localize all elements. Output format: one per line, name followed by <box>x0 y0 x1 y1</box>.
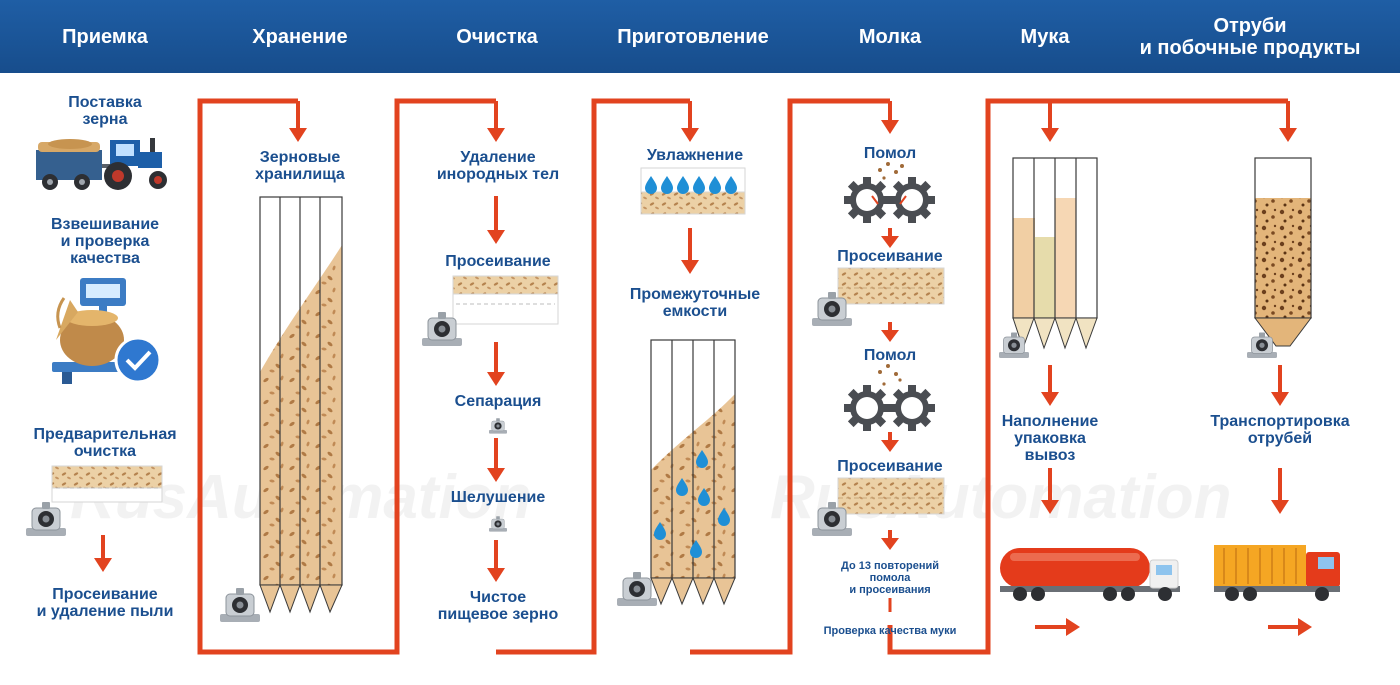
cargo-truck-icon <box>1214 545 1340 601</box>
label-hulling: Шелушение <box>450 489 546 506</box>
label-sift-2: Просеивание <box>837 458 943 475</box>
label-separation: Сепарация <box>454 393 542 410</box>
label-sieving: Просеивание <box>445 253 551 270</box>
label-grind-2: Помол <box>863 347 917 364</box>
label-delivery: Поставка зерна <box>68 94 142 128</box>
tank-truck-icon <box>1000 548 1180 601</box>
label-silos: Зерновые хранилища <box>255 149 345 183</box>
flow-arrows <box>94 101 1312 636</box>
flour-bins <box>1012 157 1098 350</box>
stage-cleaning: Очистка <box>456 25 538 48</box>
storage-silos <box>259 196 343 614</box>
roller-mill-1 <box>844 162 935 223</box>
label-sift-1: Просеивание <box>837 248 943 265</box>
stage-receiving: Приемка <box>62 25 148 48</box>
mill-sifter-1 <box>837 267 945 305</box>
vibrator-icon <box>25 501 67 537</box>
cleaning-screen <box>452 275 559 325</box>
preclean-screen <box>51 465 163 503</box>
label-dust-removal: Просеивание и удаление пыли <box>36 586 174 620</box>
stage-flour: Мука <box>1020 25 1070 48</box>
roller-mill-2 <box>844 364 935 431</box>
label-grind-1: Помол <box>863 145 917 162</box>
vibrator-icon <box>488 516 508 532</box>
stage-preparation: Приготовление <box>617 25 769 48</box>
stage-storage: Хранение <box>252 25 348 48</box>
gear-icon <box>889 177 935 223</box>
vibrator-icon <box>488 418 508 434</box>
mill-sifter-2 <box>837 477 945 515</box>
label-weighing: Взвешивание и проверка качества <box>50 216 160 267</box>
label-preclean: Предварительная очистка <box>33 426 177 460</box>
moistening-tray <box>640 167 746 215</box>
scale-icon <box>52 278 162 384</box>
stage-bran: Отруби и побочные продукты <box>1139 14 1361 59</box>
label-repeat-note: До 13 повторений помола и просеивания <box>841 560 939 596</box>
vibrator-icon <box>219 587 261 623</box>
label-foreign-removal: Удаление инородных тел <box>436 149 560 183</box>
label-flour-quality: Проверка качества муки <box>823 625 957 637</box>
gear-icon <box>844 385 890 431</box>
label-moistening: Увлажнение <box>646 147 744 164</box>
bran-bin <box>1254 157 1312 347</box>
stages-header: Приемка Хранение Очистка Приготовление М… <box>0 0 1400 73</box>
tractor-icon <box>36 138 167 190</box>
gear-icon <box>844 177 890 223</box>
label-clean-grain: Чистое пищевое зерно <box>437 589 559 623</box>
label-intermediate-bins: Промежуточные емкости <box>629 286 761 320</box>
main-flow-line <box>197 98 1288 655</box>
intermediate-bins <box>650 339 736 606</box>
gear-icon <box>889 385 935 431</box>
label-fill-pack-ship: Наполнение упаковка вывоз <box>1001 413 1099 464</box>
stage-milling: Молка <box>858 25 922 48</box>
label-bran-transport: Транспортировка отрубей <box>1210 413 1350 447</box>
